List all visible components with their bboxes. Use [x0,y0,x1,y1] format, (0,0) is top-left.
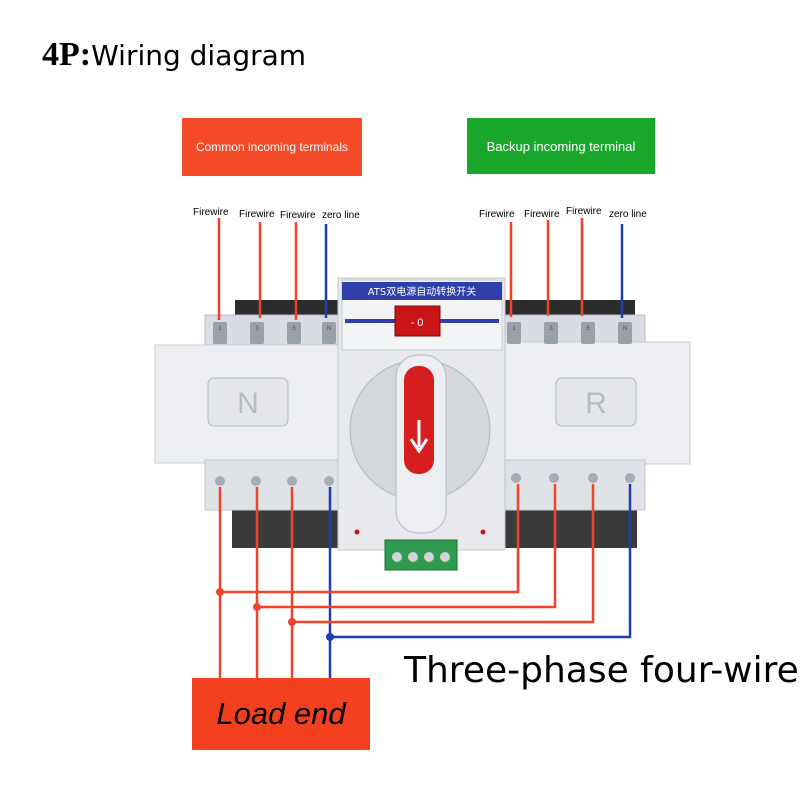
backup-wire-label-1: Firewire [479,209,515,220]
right-terminal-1: 1 [512,326,516,332]
arrow-down-icon [409,420,429,454]
left-terminal-1: 1 [218,326,222,332]
left-terminal-3: 3 [255,326,259,332]
right-module: R 1 3 5 N [504,314,691,511]
n-badge [207,377,289,427]
right-terminal-5: 5 [586,326,590,332]
right-terminal-3: 3 [549,326,553,332]
device-header-text: ATS双电源自动转换开关 [368,285,477,298]
output-wires [218,484,632,680]
junction-dots [216,588,334,641]
system-type-label: Three-phase four-wire [404,650,799,691]
common-incoming-wires [217,218,328,320]
device-header-bar [342,282,502,300]
rocker-switch-label: - 0 [411,317,424,329]
common-wire-label-1: Firewire [193,207,229,218]
common-incoming-label: Common incoming terminals [182,118,362,176]
title-prefix: 4P: [42,36,92,73]
backup-incoming-label: Backup incoming terminal [467,118,655,174]
load-end-label: Load end [192,678,370,750]
common-wire-label-3: Firewire [280,210,316,221]
n-badge-label: N [237,387,259,420]
left-module: N 1 3 5 N [154,314,346,511]
title-text: Wiring diagram [91,39,307,72]
backup-wire-label-3: Firewire [566,206,602,217]
r-badge-label: R [585,387,607,420]
rocker-switch[interactable] [394,305,441,337]
left-terminal-5: 5 [292,326,296,332]
common-wire-label-zero: zero line [322,210,360,221]
backup-wire-label-zero: zero line [609,209,647,220]
right-terminal-n: N [623,326,627,332]
r-badge [555,377,637,427]
backup-wire-label-2: Firewire [524,209,560,220]
left-terminal-n: N [327,326,331,332]
backup-incoming-wires [509,218,624,318]
common-wire-label-2: Firewire [239,209,275,220]
center-controller: ATS双电源自动转换开关 - 0 [337,277,506,571]
diagram-title: 4P:Wiring diagram [42,36,306,74]
